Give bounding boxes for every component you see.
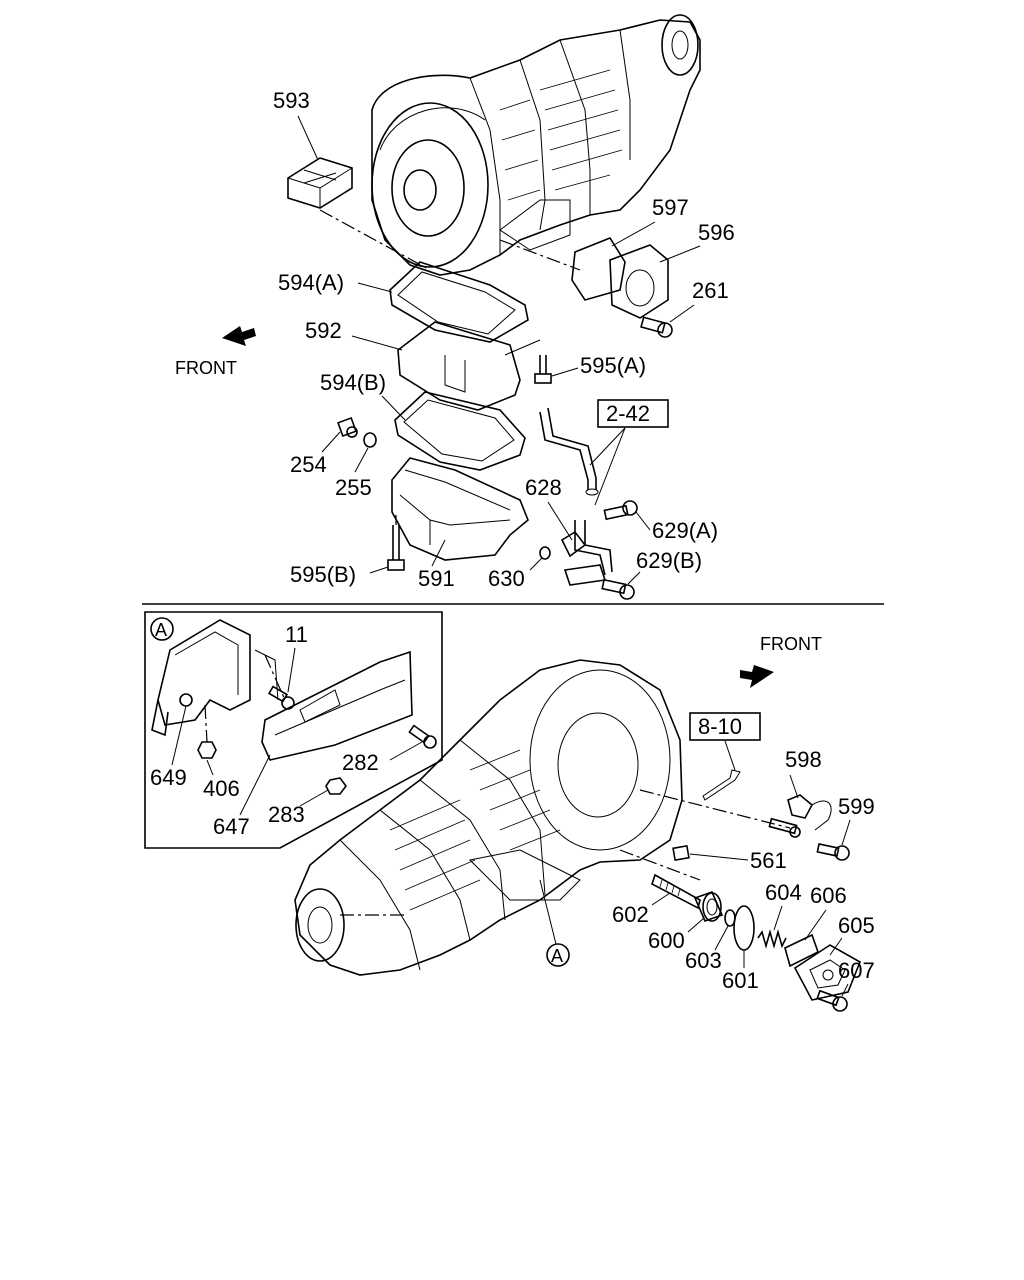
bolt-261	[640, 316, 673, 338]
ref-box-8-10	[689, 712, 761, 741]
switch-598	[768, 794, 832, 838]
label-592: 592	[305, 318, 342, 343]
label-282: 282	[342, 750, 379, 775]
label-649: 649	[150, 765, 187, 790]
inset-a-frame	[144, 611, 443, 849]
washer-255	[363, 432, 377, 448]
bolt-595b	[387, 525, 405, 571]
label-593: 593	[273, 88, 310, 113]
label-602: 602	[612, 902, 649, 927]
spring-604	[757, 929, 787, 949]
bracket-649	[151, 619, 279, 737]
label-628: 628	[525, 475, 562, 500]
bottom-transmission-illustration	[294, 659, 683, 976]
bolt-282	[408, 724, 437, 749]
gasket-594a	[389, 261, 529, 343]
label-597: 597	[652, 195, 689, 220]
label-594a: 594(A)	[278, 270, 344, 295]
bolt-629a	[603, 500, 638, 521]
washer-630	[539, 546, 551, 560]
sleeve-600	[693, 890, 724, 923]
label-front-bottom: FRONT	[760, 634, 822, 654]
callout-a-circle	[546, 943, 570, 967]
label-630: 630	[488, 566, 525, 591]
label-595a: 595(A)	[580, 353, 646, 378]
label-406: 406	[203, 776, 240, 801]
callout-a-tag: A	[551, 946, 563, 966]
bolt-599	[816, 843, 850, 861]
label-603: 603	[685, 948, 722, 973]
nut-649	[179, 693, 193, 707]
shaft-602	[651, 873, 701, 910]
gasket-606	[784, 933, 819, 968]
top-transmission-illustration	[371, 14, 701, 276]
filter-593	[287, 157, 353, 209]
inset-a-circle	[150, 617, 174, 641]
label-283: 283	[268, 802, 305, 827]
label-607: 607	[838, 958, 875, 983]
ref-box-2-42	[597, 399, 669, 428]
cover-605	[793, 944, 862, 1001]
plate-592	[397, 321, 521, 411]
label-255: 255	[335, 475, 372, 500]
label-8-10: 8-10	[698, 714, 742, 739]
inset-a-tag: A	[155, 620, 167, 640]
nut-406	[197, 741, 217, 759]
front-arrow-bottom: FRONT	[740, 634, 822, 688]
cover-596-597	[571, 237, 669, 319]
tube-628	[539, 407, 613, 586]
label-595b: 595(B)	[290, 562, 356, 587]
label-596: 596	[698, 220, 735, 245]
plug-254	[337, 417, 358, 438]
heat-shield-647	[261, 650, 413, 761]
label-629a: 629(A)	[652, 518, 718, 543]
label-561: 561	[750, 848, 787, 873]
label-604: 604	[765, 880, 802, 905]
label-11: 11	[285, 622, 308, 647]
label-647: 647	[213, 814, 250, 839]
front-arrow-top: FRONT	[175, 326, 256, 378]
label-261: 261	[692, 278, 729, 303]
plug-561	[672, 844, 690, 862]
bolt-629b	[601, 578, 635, 600]
label-2-42: 2-42	[606, 401, 650, 426]
filter-leader-line	[319, 209, 431, 271]
label-606: 606	[810, 883, 847, 908]
label-254: 254	[290, 452, 327, 477]
label-605: 605	[838, 913, 875, 938]
label-598: 598	[785, 747, 822, 772]
label-629b: 629(B)	[636, 548, 702, 573]
bolt-595a	[534, 355, 552, 384]
label-600: 600	[648, 928, 685, 953]
gasket-594b	[394, 391, 526, 471]
label-591: 591	[418, 566, 455, 591]
bolt-607	[816, 989, 848, 1012]
label-599: 599	[838, 794, 875, 819]
o-ring-601	[733, 905, 755, 951]
nut-283	[325, 777, 347, 795]
label-front-top: FRONT	[175, 358, 237, 378]
bolt-11	[267, 685, 295, 710]
oil-pan-591	[391, 457, 529, 561]
label-601: 601	[722, 968, 759, 993]
label-594b: 594(B)	[320, 370, 386, 395]
